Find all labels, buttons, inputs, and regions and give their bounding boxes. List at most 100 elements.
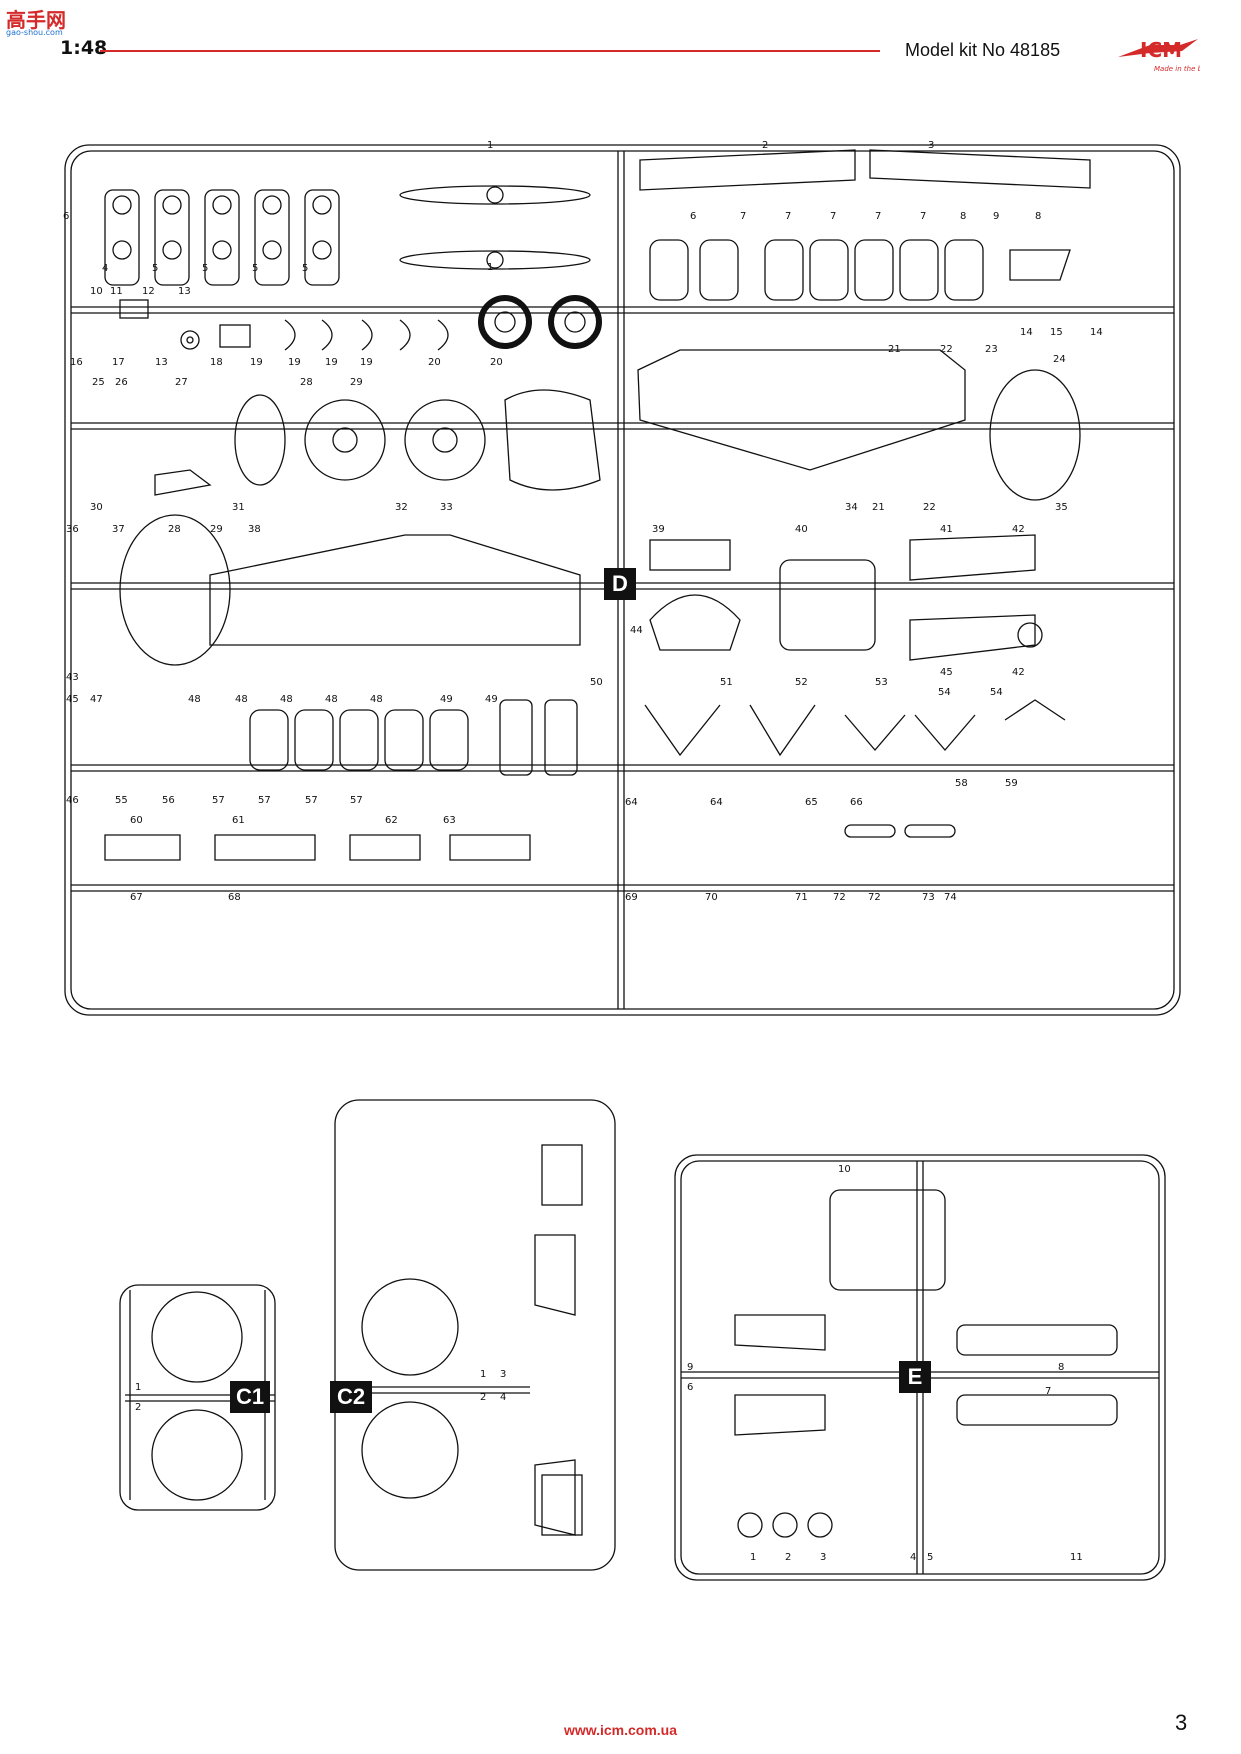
svg-text:50: 50 [590,677,603,688]
svg-text:5: 5 [152,263,158,274]
svg-text:2: 2 [785,1552,791,1563]
svg-text:35: 35 [1055,502,1068,513]
svg-text:28: 28 [168,524,181,535]
svg-text:5: 5 [302,263,308,274]
svg-text:52: 52 [795,677,808,688]
svg-text:48: 48 [280,694,293,705]
svg-text:3: 3 [500,1369,506,1380]
sprue-e-letter: E [899,1361,931,1393]
svg-text:2: 2 [762,140,768,151]
svg-text:12: 12 [142,286,155,297]
svg-text:43: 43 [66,672,79,683]
svg-text:57: 57 [258,795,271,806]
svg-text:47: 47 [90,694,103,705]
svg-text:49: 49 [440,694,453,705]
svg-text:19: 19 [360,357,373,368]
header-rule [100,50,880,52]
svg-text:48: 48 [370,694,383,705]
svg-text:51: 51 [720,677,733,688]
svg-text:29: 29 [350,377,363,388]
svg-text:10: 10 [90,286,103,297]
svg-text:42: 42 [1012,524,1025,535]
svg-text:7: 7 [785,211,791,222]
svg-text:58: 58 [955,778,968,789]
svg-text:10: 10 [838,1164,851,1175]
svg-text:48: 48 [188,694,201,705]
svg-text:13: 13 [178,286,191,297]
svg-text:55: 55 [115,795,128,806]
svg-text:65: 65 [805,797,818,808]
svg-text:40: 40 [795,524,808,535]
page-number: 3 [1175,1710,1188,1735]
watermark-logo: 高手网 [6,8,66,32]
svg-text:17: 17 [112,357,125,368]
svg-text:28: 28 [300,377,313,388]
svg-text:3: 3 [928,140,934,151]
svg-text:3: 3 [820,1552,826,1563]
svg-text:22: 22 [923,502,936,513]
svg-text:45: 45 [66,694,79,705]
svg-text:ICM: ICM [1140,38,1182,62]
svg-text:20: 20 [490,357,503,368]
svg-text:69: 69 [625,892,638,903]
svg-text:31: 31 [232,502,245,513]
svg-text:27: 27 [175,377,188,388]
svg-text:7: 7 [830,211,836,222]
icm-logo: ICM Made in the best [1110,35,1213,75]
svg-text:16: 16 [70,357,83,368]
svg-text:11: 11 [110,286,123,297]
svg-text:8: 8 [1035,211,1041,222]
svg-text:5: 5 [202,263,208,274]
svg-text:21: 21 [888,344,901,355]
svg-text:73: 73 [922,892,935,903]
svg-text:15: 15 [1050,327,1063,338]
svg-text:14: 14 [1090,327,1103,338]
svg-text:60: 60 [130,815,143,826]
website-link[interactable]: www.icm.com.ua [563,1722,678,1738]
svg-text:8: 8 [960,211,966,222]
svg-text:2: 2 [480,1392,486,1403]
svg-text:4: 4 [102,263,108,274]
svg-text:38: 38 [248,524,261,535]
svg-text:7: 7 [740,211,746,222]
svg-text:62: 62 [385,815,398,826]
svg-text:7: 7 [875,211,881,222]
scale-label: 1:48 [60,37,108,59]
svg-text:9: 9 [687,1362,693,1373]
svg-text:23: 23 [985,344,998,355]
svg-text:39: 39 [652,524,665,535]
sprue-d-letter: D [604,568,636,600]
svg-text:64: 64 [710,797,723,808]
svg-text:61: 61 [232,815,245,826]
svg-text:66: 66 [850,797,863,808]
svg-text:74: 74 [944,892,957,903]
svg-text:6: 6 [687,1382,693,1393]
svg-text:53: 53 [875,677,888,688]
svg-text:48: 48 [235,694,248,705]
svg-text:57: 57 [212,795,225,806]
svg-text:1: 1 [135,1382,141,1393]
svg-text:63: 63 [443,815,456,826]
sprue-c1-letter: C1 [230,1381,270,1413]
svg-text:5: 5 [927,1552,933,1563]
svg-text:32: 32 [395,502,408,513]
svg-text:25: 25 [92,377,105,388]
svg-text:24: 24 [1053,354,1066,365]
svg-text:37: 37 [112,524,125,535]
svg-text:29: 29 [210,524,223,535]
svg-text:41: 41 [940,524,953,535]
svg-text:8: 8 [1058,1362,1064,1373]
svg-text:1: 1 [487,262,493,273]
svg-text:57: 57 [305,795,318,806]
svg-text:19: 19 [250,357,263,368]
svg-text:64: 64 [625,797,638,808]
svg-text:21: 21 [872,502,885,513]
svg-text:7: 7 [920,211,926,222]
svg-text:44: 44 [630,625,643,636]
svg-text:72: 72 [868,892,881,903]
svg-text:5: 5 [252,263,258,274]
sprue-c2-letter: C2 [330,1381,372,1413]
svg-text:22: 22 [940,344,953,355]
svg-text:13: 13 [155,357,168,368]
